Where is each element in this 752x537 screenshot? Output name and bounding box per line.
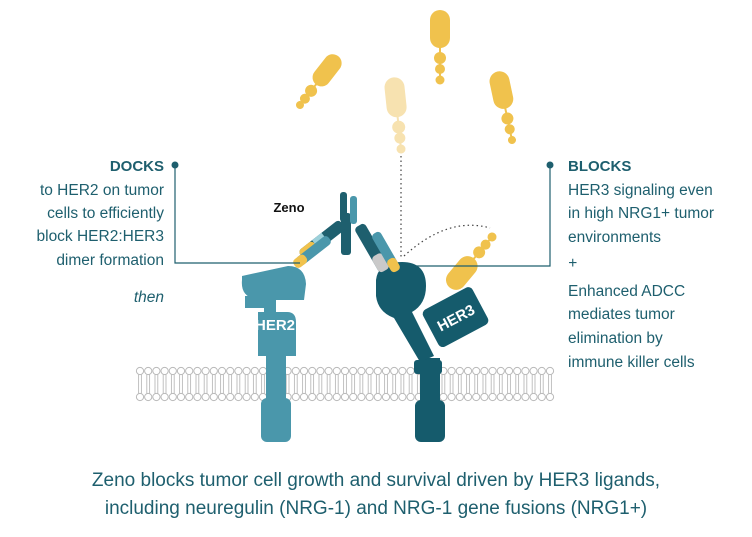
blocks-line: HER3 signaling even	[568, 182, 713, 199]
nrg-ligand-icon	[489, 71, 516, 144]
zeno-antibody: Zeno	[273, 192, 400, 273]
docks-line: cells to efficiently	[47, 205, 164, 222]
blocks-line: in high NRG1+ tumor	[568, 205, 714, 222]
plus-sign: +	[568, 255, 577, 272]
ligand-path-arc	[403, 224, 491, 257]
her3-receptor: HER3	[376, 262, 489, 442]
caption: Zeno blocks tumor cell growth and surviv…	[92, 470, 660, 519]
her2-label: HER2	[255, 317, 295, 334]
blocks-line: Enhanced ADCC	[568, 283, 685, 300]
nrg-ligand-icon	[430, 10, 450, 85]
nrg-ligand-icon	[446, 232, 497, 290]
docks-line: block HER2:HER3	[37, 228, 165, 245]
blocks-line: immune killer cells	[568, 354, 695, 371]
zeno-label: Zeno	[273, 200, 304, 215]
blocks-line: environments	[568, 229, 661, 246]
blocks-line: elimination by	[568, 330, 663, 347]
docks-callout: DOCKS to HER2 on tumor cells to efficien…	[37, 158, 300, 306]
blocks-callout: BLOCKS HER3 signaling even in high NRG1+…	[416, 158, 714, 371]
docks-title: DOCKS	[110, 158, 164, 175]
ligand-group	[296, 10, 516, 290]
docks-line: to HER2 on tumor	[40, 182, 164, 199]
caption-line: Zeno blocks tumor cell growth and surviv…	[92, 470, 660, 491]
caption-line: including neuregulin (NRG-1) and NRG-1 g…	[105, 498, 647, 519]
blocks-title: BLOCKS	[568, 158, 631, 175]
docks-line: dimer formation	[56, 252, 164, 269]
blocks-line: mediates tumor	[568, 306, 675, 323]
her2-receptor: HER2	[241, 266, 306, 442]
cell-membrane	[135, 366, 555, 402]
faded-ligand-icon	[384, 77, 407, 154]
nrg-ligand-icon	[296, 54, 342, 109]
then-label: then	[134, 289, 164, 306]
